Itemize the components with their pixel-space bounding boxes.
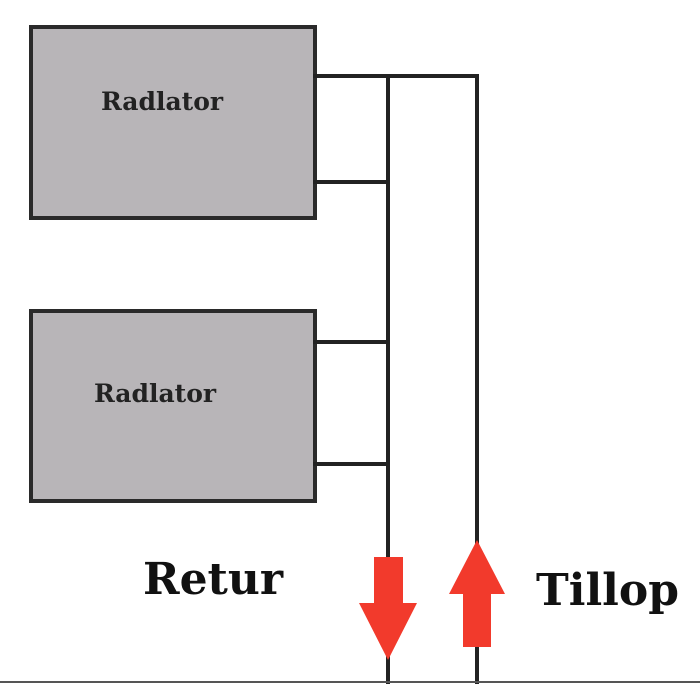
radiator-top-box	[29, 25, 317, 220]
supply-label: Tillop	[536, 565, 679, 616]
supply-arrow-up	[449, 540, 505, 647]
radiator-bottom-box	[29, 309, 317, 503]
radiator-top: Radlator	[29, 25, 317, 220]
radiator-bottom: Radlator	[29, 309, 317, 503]
radiator-top-label: Radlator	[101, 87, 224, 116]
return-arrow-down	[359, 557, 417, 660]
return-label: Retur	[143, 554, 284, 605]
radiator-bottom-label: Radlator	[94, 379, 217, 408]
